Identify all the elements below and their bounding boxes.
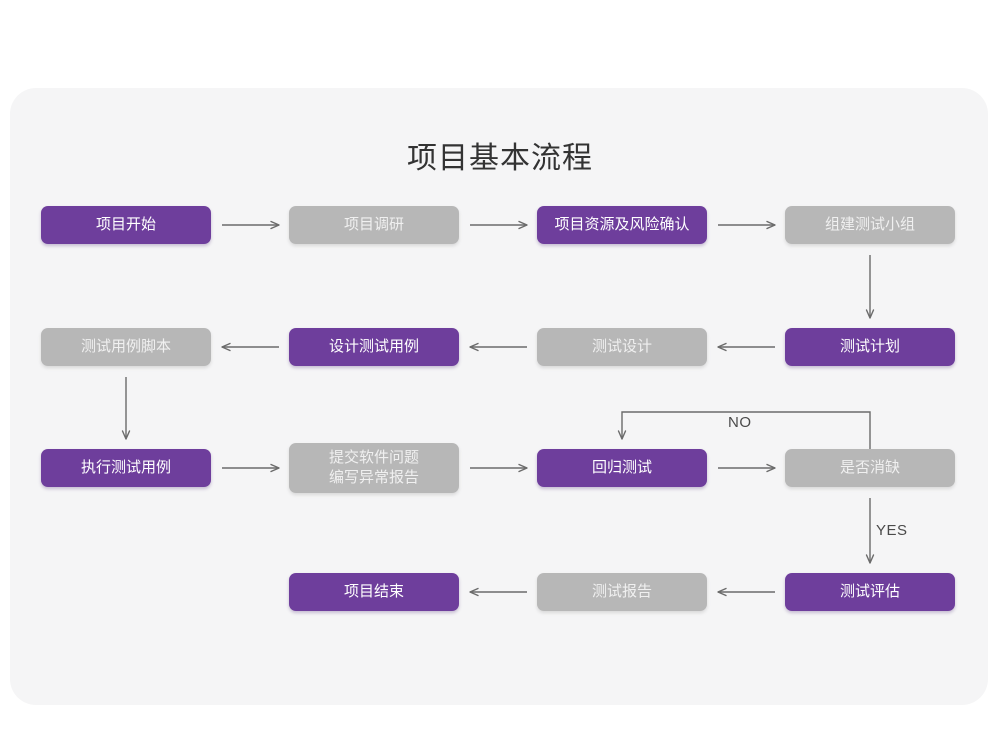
node-project-research[interactable]: 项目调研: [289, 206, 459, 244]
node-test-evaluation[interactable]: 测试评估: [785, 573, 955, 611]
node-defect-resolved-decision[interactable]: 是否消缺: [785, 449, 955, 487]
node-test-case-script[interactable]: 测试用例脚本: [41, 328, 211, 366]
node-test-report[interactable]: 测试报告: [537, 573, 707, 611]
edge-label-yes: YES: [876, 522, 908, 539]
page-title: 项目基本流程: [407, 142, 593, 175]
node-test-design[interactable]: 测试设计: [537, 328, 707, 366]
node-build-test-team[interactable]: 组建测试小组: [785, 206, 955, 244]
node-resource-risk-confirm[interactable]: 项目资源及风险确认: [537, 206, 707, 244]
node-design-test-case[interactable]: 设计测试用例: [289, 328, 459, 366]
node-regression-test[interactable]: 回归测试: [537, 449, 707, 487]
flowchart-card-panel: [10, 88, 988, 705]
node-test-plan[interactable]: 测试计划: [785, 328, 955, 366]
edge-label-no: NO: [728, 414, 752, 431]
node-project-start[interactable]: 项目开始: [41, 206, 211, 244]
node-submit-defect-report[interactable]: 提交软件问题 编写异常报告: [289, 443, 459, 493]
node-execute-test-case[interactable]: 执行测试用例: [41, 449, 211, 487]
node-project-end[interactable]: 项目结束: [289, 573, 459, 611]
